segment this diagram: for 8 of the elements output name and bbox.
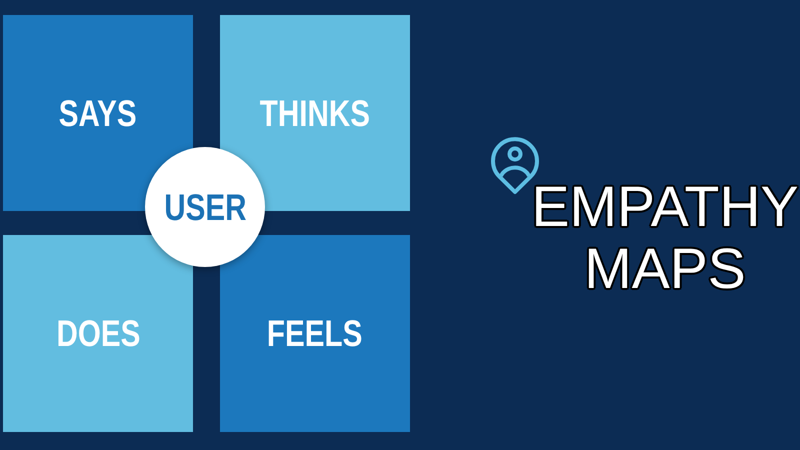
- quadrant-panel: [220, 235, 410, 432]
- quadrant-label: DOES: [56, 315, 140, 352]
- title-text: EMPATHY MAPS: [530, 176, 800, 300]
- center-label: USER: [164, 188, 246, 226]
- quadrant-panel: [3, 235, 193, 432]
- quadrant-label: FEELS: [267, 315, 363, 352]
- quadrant-label: SAYS: [59, 94, 137, 132]
- quadrant-label: THINKS: [260, 94, 370, 132]
